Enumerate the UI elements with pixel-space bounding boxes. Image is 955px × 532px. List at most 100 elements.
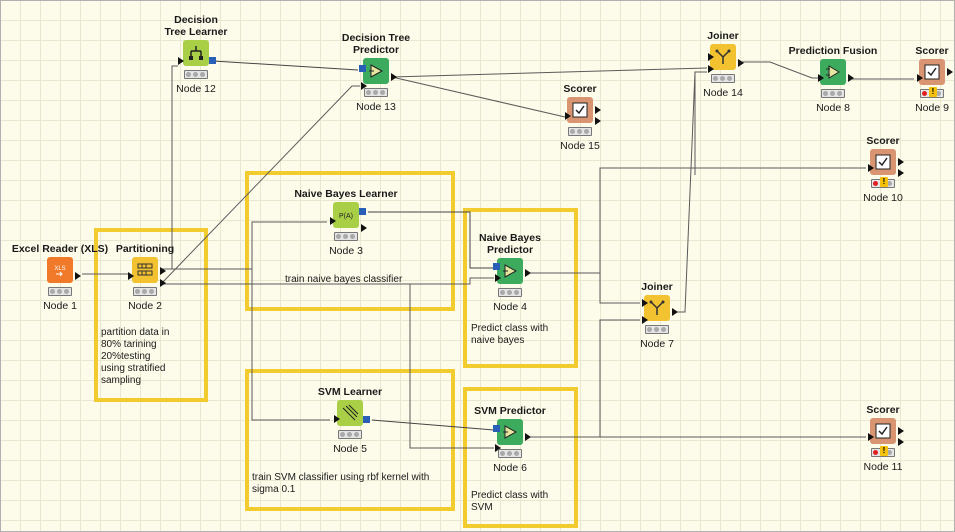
status-traffic-light bbox=[184, 70, 208, 79]
data-input-port[interactable] bbox=[361, 82, 367, 90]
model-input-port[interactable] bbox=[493, 425, 500, 432]
output-port[interactable] bbox=[75, 272, 81, 280]
model-input-port[interactable] bbox=[359, 65, 366, 72]
node-label: Node 3 bbox=[329, 245, 363, 257]
wire-partitioning-to-nb-learner bbox=[161, 221, 327, 270]
wire-partitioning-to-nb-predictor bbox=[161, 277, 494, 285]
output-port-2[interactable] bbox=[898, 169, 904, 177]
decision-tree-icon bbox=[183, 40, 209, 66]
decision-tree-learner-node[interactable]: Decision Tree Learner Node 12 bbox=[136, 14, 256, 95]
decision-tree-predictor-node[interactable]: Decision Tree Predictor Node 13 bbox=[316, 32, 436, 113]
joiner-node-7[interactable]: Joiner Node 7 bbox=[597, 281, 717, 350]
output-port-2[interactable] bbox=[595, 117, 601, 125]
node-label: Node 2 bbox=[128, 300, 162, 312]
data-input-port[interactable] bbox=[495, 274, 501, 282]
warning-icon: ! bbox=[880, 177, 888, 187]
status-traffic-light bbox=[48, 287, 72, 296]
output-port[interactable] bbox=[595, 106, 601, 114]
xls-file-icon: XLS bbox=[47, 257, 73, 283]
output-port[interactable] bbox=[848, 74, 854, 82]
predictor-arrow-icon bbox=[497, 258, 523, 284]
output-port[interactable] bbox=[391, 73, 397, 81]
input-port[interactable] bbox=[565, 112, 571, 120]
node-label: Node 13 bbox=[356, 101, 396, 113]
model-output-port[interactable] bbox=[209, 57, 216, 64]
node-label: Node 7 bbox=[640, 338, 674, 350]
data-input-port[interactable] bbox=[495, 444, 501, 452]
node-title: Scorer bbox=[866, 135, 900, 147]
output-port[interactable] bbox=[525, 433, 531, 441]
joiner-node-14[interactable]: Joiner Node 14 bbox=[663, 30, 783, 99]
node-label: Node 4 bbox=[493, 301, 527, 313]
input-port[interactable] bbox=[334, 415, 340, 423]
output-port[interactable] bbox=[738, 59, 744, 67]
partitioning-highlight-box bbox=[94, 228, 208, 402]
status-traffic-light-warning: ! bbox=[920, 87, 944, 98]
output-port[interactable] bbox=[898, 427, 904, 435]
input-port[interactable] bbox=[868, 433, 874, 441]
input-port[interactable] bbox=[868, 164, 874, 172]
node-label: Node 1 bbox=[43, 300, 77, 312]
wire-svm-learner-to-svm-predictor bbox=[371, 419, 495, 431]
wire-nb-predictor-to-joiner7 bbox=[528, 272, 640, 304]
predictor-arrow-icon bbox=[820, 59, 846, 85]
output-port[interactable] bbox=[361, 224, 367, 232]
status-traffic-light bbox=[498, 288, 522, 297]
excel-reader-node[interactable]: Excel Reader (XLS) XLS Node 1 bbox=[0, 243, 120, 312]
naive-bayes-predictor-node[interactable]: Naive Bayes Predictor Node 4 bbox=[450, 232, 570, 313]
input-port-right[interactable] bbox=[708, 65, 714, 73]
output-port[interactable] bbox=[672, 308, 678, 316]
status-traffic-light bbox=[364, 88, 388, 97]
svm-predictor-highlight-box bbox=[463, 387, 578, 528]
predictor-arrow-icon bbox=[497, 419, 523, 445]
input-port-left[interactable] bbox=[708, 53, 714, 61]
naive-bayes-learner-node[interactable]: Naive Bayes Learner P(A) Node 3 bbox=[286, 188, 406, 257]
scorer-node-11[interactable]: Scorer ! Node 11 bbox=[823, 404, 943, 473]
input-port-left[interactable] bbox=[642, 299, 648, 307]
input-port[interactable] bbox=[128, 272, 134, 280]
node-title: Naive Bayes Learner bbox=[294, 188, 398, 200]
partitioning-node[interactable]: Partitioning Node 2 bbox=[85, 243, 205, 312]
wire-dt-predictor-to-scorer15 bbox=[391, 76, 566, 118]
svm-learner-node[interactable]: SVM Learner Node 5 bbox=[290, 386, 410, 455]
output-port-test[interactable] bbox=[160, 279, 166, 287]
node-title: SVM Predictor bbox=[474, 405, 546, 417]
output-port[interactable] bbox=[525, 269, 531, 277]
output-port[interactable] bbox=[898, 158, 904, 166]
scorer-node-9[interactable]: Scorer ! Node 9 bbox=[872, 45, 955, 114]
join-icon bbox=[644, 295, 670, 321]
node-label: Node 8 bbox=[816, 102, 850, 114]
wire-dt-predictor-to-joiner14 bbox=[391, 67, 708, 78]
model-output-port[interactable] bbox=[359, 208, 366, 215]
output-port-train[interactable] bbox=[160, 267, 166, 275]
scorer-checkmark-icon bbox=[870, 149, 896, 175]
naive-bayes-learner-highlight-box bbox=[245, 171, 455, 311]
node-title: Partitioning bbox=[115, 243, 175, 255]
node-label: Node 11 bbox=[863, 461, 903, 473]
model-input-port[interactable] bbox=[493, 263, 500, 270]
warning-icon: ! bbox=[929, 87, 937, 97]
scorer-node-15[interactable]: Scorer Node 15 bbox=[520, 83, 640, 152]
input-port[interactable] bbox=[917, 74, 923, 82]
naive-bayes-learner-comment: train naive bayes classifier bbox=[285, 274, 403, 285]
input-port-right[interactable] bbox=[642, 316, 648, 324]
status-traffic-light bbox=[338, 430, 362, 439]
join-icon bbox=[710, 44, 736, 70]
naive-bayes-predictor-highlight-box bbox=[463, 208, 578, 368]
model-output-port[interactable] bbox=[363, 416, 370, 423]
svm-learner-highlight-box bbox=[245, 369, 455, 511]
input-port[interactable] bbox=[330, 217, 336, 225]
prediction-fusion-node[interactable]: Prediction Fusion Node 8 bbox=[773, 45, 893, 114]
svm-predictor-node[interactable]: SVM Predictor Node 6 bbox=[450, 405, 570, 474]
output-port-2[interactable] bbox=[898, 438, 904, 446]
node-title: SVM Learner bbox=[317, 386, 383, 398]
svm-learner-comment: train SVM classifier using rbf kernel wi… bbox=[252, 472, 430, 495]
wire-joiner7-to-joiner14 bbox=[672, 71, 707, 313]
output-port[interactable] bbox=[947, 68, 953, 76]
scorer-node-10[interactable]: Scorer ! Node 10 bbox=[823, 135, 943, 204]
input-port[interactable] bbox=[818, 74, 824, 82]
node-label: Node 15 bbox=[560, 140, 600, 152]
input-port[interactable] bbox=[178, 57, 184, 65]
